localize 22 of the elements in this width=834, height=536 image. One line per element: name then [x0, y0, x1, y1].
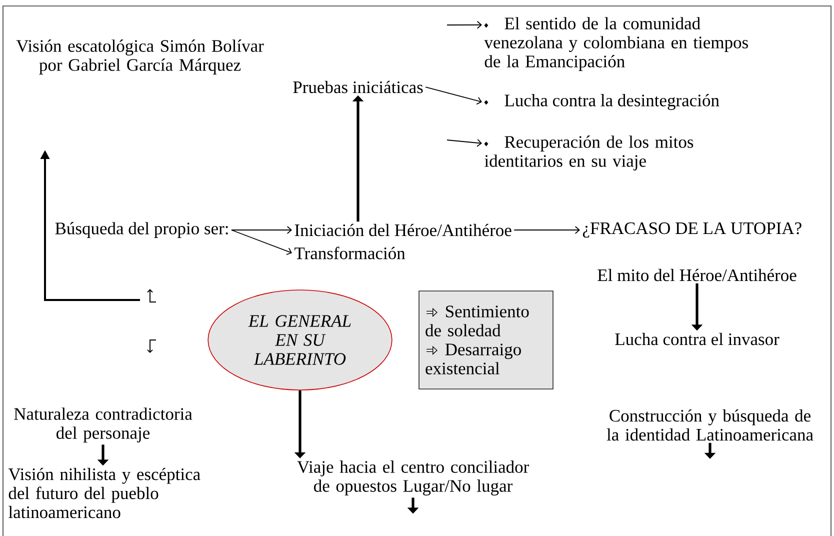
text-label: Visión nihilista y escéptica del futuro del pueblo latinoamericano — [8, 468, 200, 518]
text-label: Naturaleza contradictoria del personaje — [14, 408, 192, 442]
feelings-box: Sentimiento de soledad Desarraigo existencial — [418, 290, 554, 390]
text-label: Pruebas iniciáticas — [293, 80, 423, 94]
text-label: ¿FRACASO DE LA UTOPIA? — [582, 222, 802, 238]
bullet-item: Lucha contra la desintegración — [484, 94, 720, 110]
arrow — [446, 138, 482, 147]
arrow — [231, 230, 292, 256]
bullet-item: El sentido de la comunidad venezolana y colombiana en tiempos de la Emancipación — [484, 17, 748, 71]
text-label: Transformación — [294, 246, 406, 260]
text-label: Viaje hacia el centro conciliador de opuestos Lugar/No lugar — [297, 460, 529, 496]
arrow — [514, 226, 580, 234]
text-label: Construcción y búsqueda de la identidad Latinoamericana — [606, 409, 814, 441]
text-label: Iniciación del Héroe/Antihéroe — [294, 224, 512, 236]
bullet-item: Recuperación de los mitos identitarios en su viaje — [484, 136, 694, 170]
arrow — [446, 20, 482, 29]
text-label: Visión escatológica Simón Bolívar por Gabriel García Márquez — [16, 40, 264, 74]
text-label: Lucha contra el invasor — [615, 332, 780, 346]
arrow — [231, 226, 292, 234]
text-label: El mito del Héroe/Antihéroe — [598, 268, 796, 282]
text-label: Búsqueda del propio ser: — [55, 222, 228, 238]
arrow — [425, 86, 482, 105]
